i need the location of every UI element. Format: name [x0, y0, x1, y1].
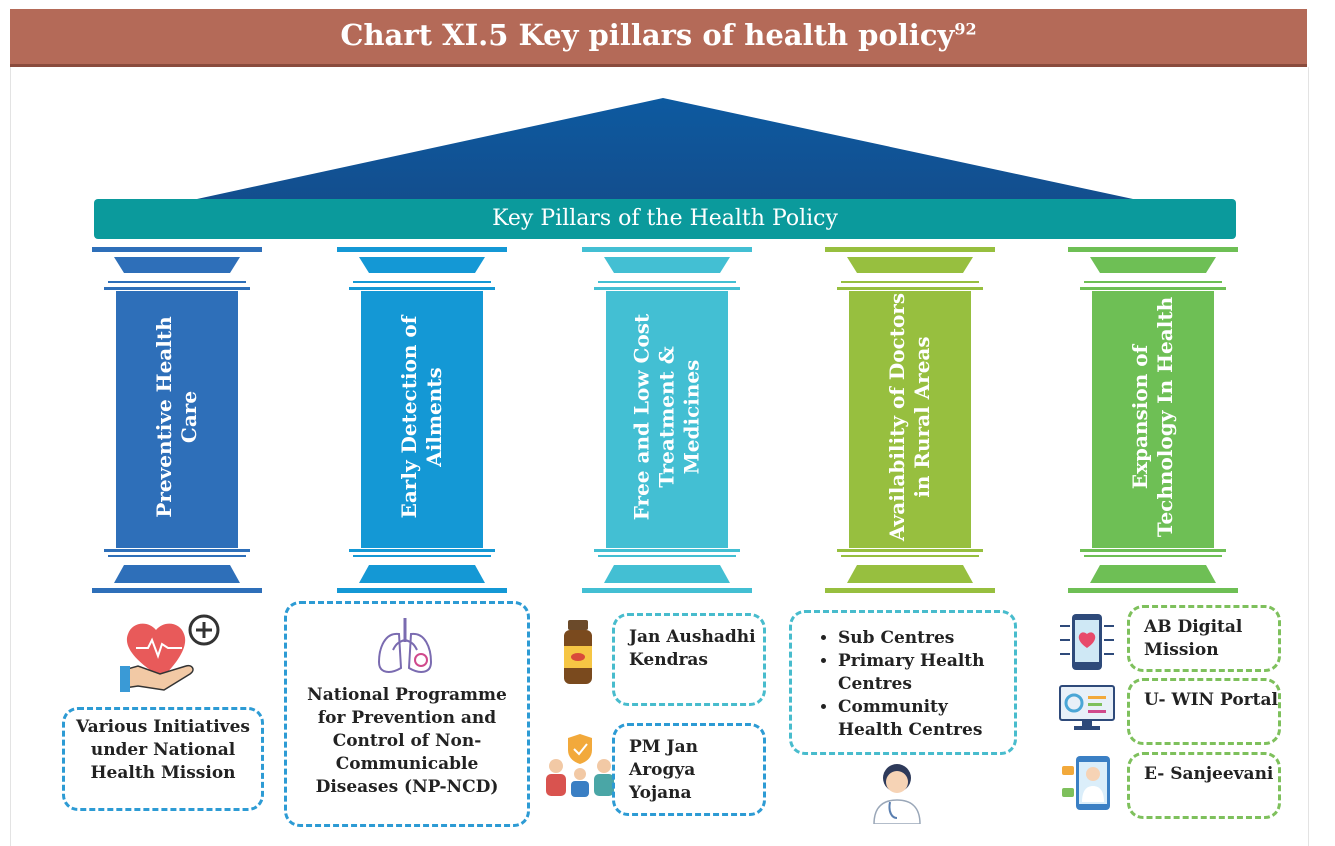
- monitor-portal-icon: [1059, 685, 1115, 730]
- diagram-frame: [10, 67, 1309, 846]
- pillar-label: Preventive Health Care: [152, 316, 201, 518]
- box-u-win-portal: U- WIN Portal: [1127, 678, 1281, 745]
- pillar-early-detection: Early Detection of Ailments: [337, 247, 507, 596]
- chart-title: Chart XI.5 Key pillars of health policy9…: [340, 18, 977, 52]
- pillar-label: Availability of Doctors in Rural Areas: [885, 292, 934, 542]
- box-national-health-mission: Various Initiatives under National Healt…: [62, 707, 264, 811]
- footnote-ref: 92: [954, 19, 977, 39]
- pillar-technology-in-health: Expansion of Technology In Health: [1068, 247, 1238, 596]
- pillar-doctors-rural-areas: Availability of Doctors in Rural Areas: [825, 247, 995, 596]
- rural-centres-list: Sub Centres Primary Health Centres Commu…: [792, 627, 1014, 742]
- pillar-label: Free and Low Cost Treatment & Medicines: [629, 313, 704, 521]
- list-item: Sub Centres: [838, 627, 1014, 650]
- medicine-bottle-icon: [564, 620, 592, 684]
- beam-key-pillars: Key Pillars of the Health Policy: [94, 199, 1236, 239]
- pillar-label: Expansion of Technology In Health: [1128, 296, 1177, 538]
- digital-phone-icon: [1060, 614, 1114, 670]
- box-e-sanjeevani: E- Sanjeevani: [1127, 752, 1281, 819]
- list-item: Community Health Centres: [838, 696, 1014, 742]
- chart-header: Chart XI.5 Key pillars of health policy9…: [10, 9, 1307, 67]
- box-jan-aushadhi-kendras: Jan Aushadhi Kendras: [612, 613, 766, 706]
- pillar-free-low-cost-treatment: Free and Low Cost Treatment & Medicines: [582, 247, 752, 596]
- box-np-ncd: National Programme for Prevention and Co…: [284, 601, 530, 827]
- heart-hand-icon: [120, 614, 220, 692]
- doctor-icon: [873, 764, 921, 824]
- list-item: Primary Health Centres: [838, 650, 1014, 696]
- telemedicine-icon: [1062, 756, 1110, 810]
- pillar-label: Early Detection of Ailments: [397, 315, 446, 519]
- box-rural-health-centres: Sub Centres Primary Health Centres Commu…: [789, 610, 1017, 755]
- box-pm-jan-arogya-yojana: PM Jan Arogya Yojana: [612, 723, 766, 816]
- box-ab-digital-mission: AB Digital Mission: [1127, 605, 1281, 672]
- pillar-preventive-health-care: Preventive Health Care: [92, 247, 262, 596]
- family-shield-icon: [546, 734, 614, 797]
- lungs-icon: [377, 618, 433, 673]
